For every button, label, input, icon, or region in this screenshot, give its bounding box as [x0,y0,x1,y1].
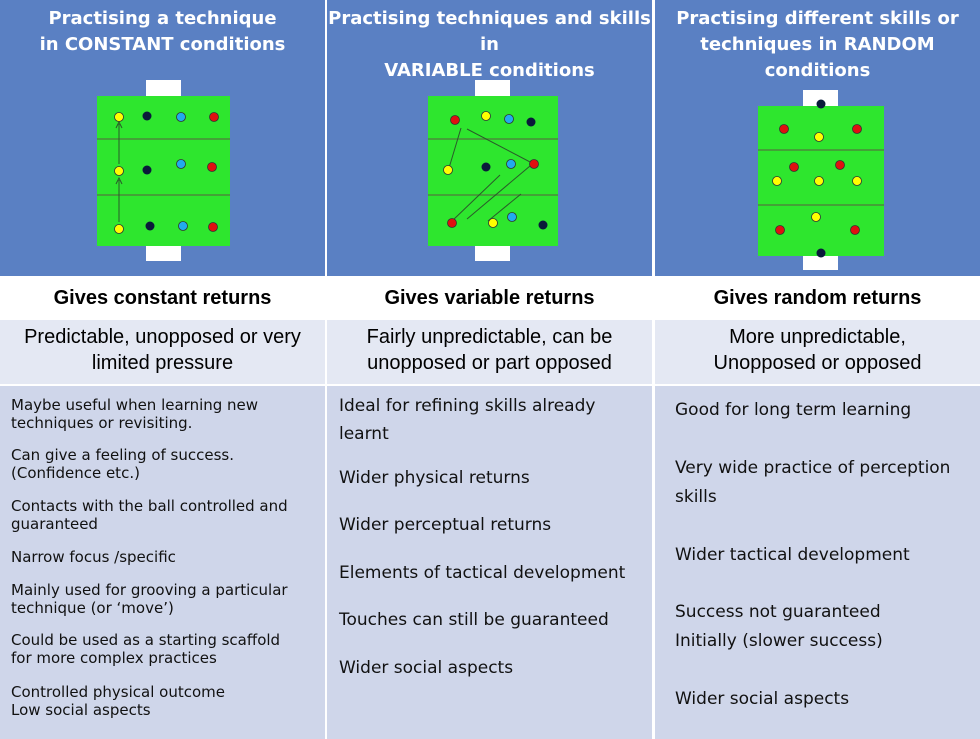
player-yellow [443,165,453,175]
player-navy [538,220,548,230]
benefits-list: Ideal for refining skills already learnt… [327,386,652,739]
list-item: Narrow focus /specific [11,548,176,566]
list-item: Can give a feeling of success. (Confiden… [11,446,235,482]
list-item: Wider perceptual returns [339,515,552,535]
list-item: Success not guaranteed Initially (slower… [675,602,883,651]
list-item: Wider physical returns [339,468,530,488]
player-red [779,124,789,134]
player-red [852,124,862,134]
pitch-diagram-constant [97,80,230,261]
list-item: Elements of tactical development [339,563,626,583]
list-item: Could be used as a starting scaffold for… [11,631,281,667]
player-red [450,115,460,125]
goal-top [803,90,838,106]
player-navy [145,221,155,231]
goal-top [475,80,510,96]
pass-arrow [466,165,531,220]
player-red [447,218,457,228]
list-item: Controlled physical outcome Low social a… [11,683,225,719]
returns-label: Gives variable returns [327,278,652,318]
list-item: Contacts with the ball controlled and gu… [11,497,288,533]
player-red [835,160,845,170]
player-navy [816,99,826,109]
pressure-description: More unpredictable, Unopposed or opposed [655,320,980,384]
list-item: Wider tactical development [675,545,910,565]
list-item: Very wide practice of perception skills [675,458,951,507]
player-red [209,112,219,122]
player-yellow [814,132,824,142]
player-blue [178,221,188,231]
player-yellow [481,111,491,121]
pitch-diagram-variable [428,80,558,261]
pass-arrow-head [115,176,123,185]
player-yellow [772,176,782,186]
player-yellow [814,176,824,186]
list-item: Mainly used for grooving a particular te… [11,581,288,617]
player-red [208,222,218,232]
pass-arrow [487,193,522,222]
returns-label: Gives random returns [655,278,980,318]
goal-bottom [146,245,181,261]
player-navy [481,162,491,172]
player-red [775,225,785,235]
goal-top [146,80,181,96]
column-title: Practising different skills or technique… [676,8,959,81]
pass-arrow [466,128,533,164]
player-navy [142,165,152,175]
player-navy [816,248,826,258]
list-item: Touches can still be guaranteed [339,610,609,630]
pass-arrow-head [115,120,123,129]
player-red [850,225,860,235]
player-yellow [811,212,821,222]
player-red [529,159,539,169]
player-navy [142,111,152,121]
column-title: Practising techniques and skills in VARI… [328,8,651,81]
column-variable: Practising techniques and skills in VARI… [327,0,652,739]
list-item: Ideal for refining skills already learnt [339,396,596,444]
list-item: Maybe useful when learning new technique… [11,396,259,432]
pass-arrow [451,174,501,222]
player-yellow [114,112,124,122]
benefits-list: Maybe useful when learning new technique… [0,386,325,739]
player-red [207,162,217,172]
list-item: Good for long term learning [675,400,912,420]
player-yellow [114,166,124,176]
player-blue [506,159,516,169]
player-yellow [852,176,862,186]
pass-arrow [448,127,462,169]
player-yellow [488,218,498,228]
header-constant: Practising a technique in CONSTANT condi… [0,0,325,276]
header-variable: Practising techniques and skills in VARI… [327,0,652,276]
benefits-list: Good for long term learning Very wide pr… [655,386,980,739]
list-item: Wider social aspects [675,689,850,709]
header-random: Practising different skills or technique… [655,0,980,276]
column-title: Practising a technique in CONSTANT condi… [39,8,286,55]
player-blue [176,112,186,122]
list-item: Wider social aspects [339,658,514,678]
goal-bottom [803,254,838,270]
player-blue [504,114,514,124]
player-navy [526,117,536,127]
pressure-description: Fairly unpredictable, can be unopposed o… [327,320,652,384]
player-red [789,162,799,172]
pitch-diagram-random [758,90,884,270]
returns-label: Gives constant returns [0,278,325,318]
player-yellow [114,224,124,234]
goal-bottom [475,245,510,261]
player-blue [176,159,186,169]
column-constant: Practising a technique in CONSTANT condi… [0,0,325,739]
column-random: Practising different skills or technique… [655,0,980,739]
player-blue [507,212,517,222]
pressure-description: Predictable, unopposed or very limited p… [0,320,325,384]
